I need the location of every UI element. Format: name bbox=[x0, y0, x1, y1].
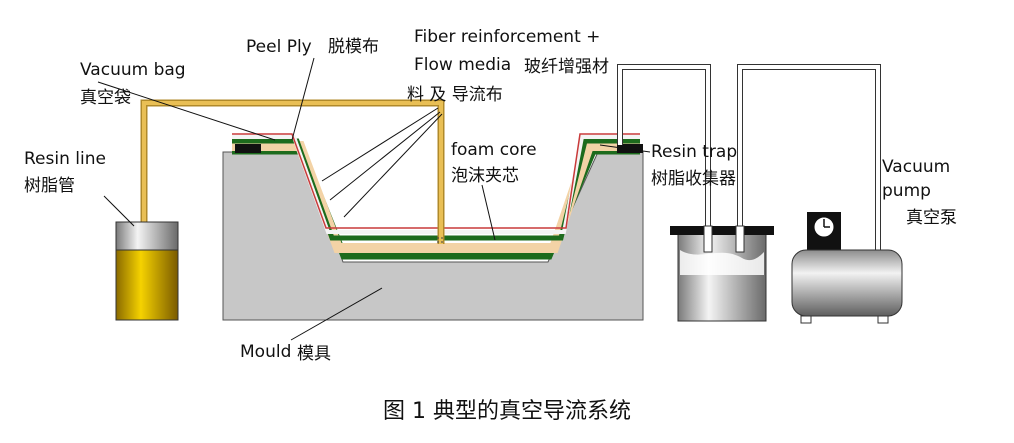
mould-label: Mould bbox=[240, 342, 291, 362]
peel-ply-label-zh: 脱模布 bbox=[328, 37, 379, 57]
vacuum-pump-label: Vacuum bbox=[882, 157, 950, 177]
flow-media-label-zh: 料 及 导流布 bbox=[407, 85, 503, 105]
peel-ply-label: Peel Ply bbox=[246, 37, 312, 57]
leader-lines bbox=[97, 57, 651, 341]
resin-line-label: Resin line bbox=[24, 149, 106, 169]
vacuum-bag-layer bbox=[232, 133, 640, 229]
fiber-layer-upper bbox=[232, 138, 640, 241]
mould-label-zh: 模具 bbox=[297, 344, 331, 364]
resin-line-label-zh: 树脂管 bbox=[24, 176, 75, 196]
foam-core-label: foam core bbox=[451, 140, 537, 160]
fiber-reinforcement-label-zh: 玻纤增强材 bbox=[524, 57, 609, 77]
vacuum-pump-label-zh: 真空泵 bbox=[906, 208, 957, 228]
vacuum-pump-label-line2: pump bbox=[882, 181, 931, 201]
resin-trap bbox=[670, 225, 774, 322]
peel-ply-layer bbox=[232, 135, 640, 234]
vacuum-pump bbox=[791, 212, 903, 324]
sealant-tape-right bbox=[617, 144, 643, 153]
figure-caption: 图 1 典型的真空导流系统 bbox=[383, 399, 631, 424]
flow-media-label: Flow media bbox=[414, 55, 511, 75]
resin-trap-label: Resin trap bbox=[651, 142, 737, 162]
foam-core-layer bbox=[232, 141, 640, 253]
foam-core-label-zh: 泡沫夹芯 bbox=[451, 166, 519, 186]
resin-container bbox=[115, 221, 179, 321]
resin-trap-label-zh: 树脂收集器 bbox=[651, 169, 736, 189]
fiber-reinforcement-label: Fiber reinforcement + bbox=[414, 27, 600, 47]
vacuum-bag-label-zh: 真空袋 bbox=[80, 88, 131, 108]
sealant-tape-left bbox=[235, 144, 261, 153]
vacuum-bag-label: Vacuum bag bbox=[80, 60, 186, 80]
